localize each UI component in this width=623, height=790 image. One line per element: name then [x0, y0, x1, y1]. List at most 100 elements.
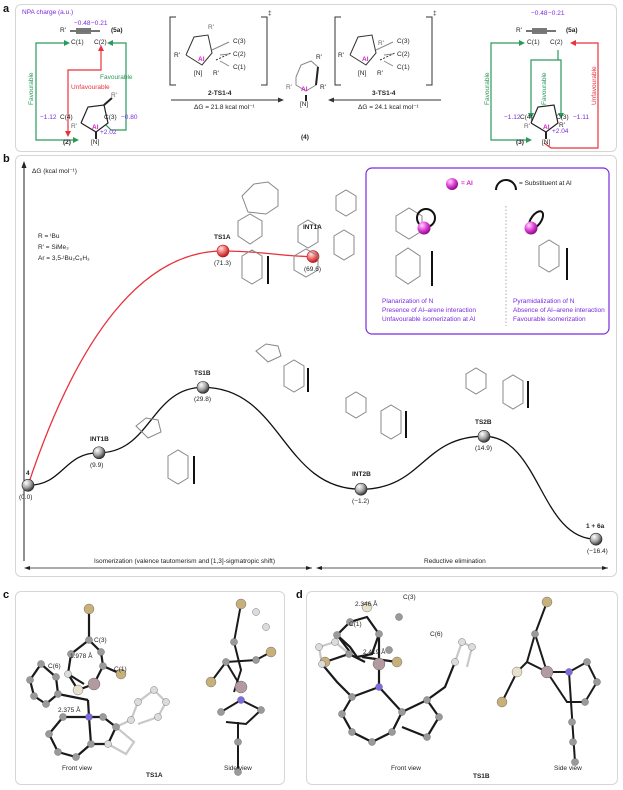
c-atom	[345, 650, 353, 658]
ts-left-dagger: ‡	[268, 10, 272, 17]
c-atom	[45, 730, 53, 738]
right-favourable-outer: Favourable	[484, 72, 491, 105]
state-name-label: INT2B	[352, 471, 371, 479]
left-charge-c4: −1.12	[40, 114, 57, 121]
state-point-4	[21, 478, 35, 492]
c-atom	[230, 638, 238, 646]
c-atom	[385, 646, 393, 654]
ts-right-c3: C(3)	[397, 38, 410, 45]
left-r-sub: R′	[71, 123, 77, 130]
right-n: [N]	[542, 139, 551, 146]
ts-right-c1: C(1)	[397, 64, 410, 71]
state-name-label: INT1B	[90, 435, 109, 443]
left-compound-label: (2)	[63, 139, 71, 146]
left-c4: C(4)	[60, 114, 73, 121]
n-atom	[565, 668, 573, 676]
ts-left-r-left: R′	[174, 52, 180, 59]
c-atom	[54, 748, 62, 756]
c-atom	[217, 708, 225, 716]
state-point-ts2b	[477, 430, 491, 443]
ts-left-c1: C(1)	[233, 64, 246, 71]
c-atom	[368, 738, 376, 746]
ts1b-dist-2: 2.419 Å	[363, 649, 386, 656]
ts1b-side-view: Side view	[554, 765, 582, 772]
c-atom	[234, 768, 242, 776]
c-atom	[423, 733, 431, 741]
ts1b-title: TS1B	[473, 773, 490, 780]
left-charge-al: +2.02	[100, 129, 117, 136]
si-atom	[391, 656, 403, 668]
c-atom	[104, 740, 112, 748]
si-atom	[265, 646, 277, 658]
c-atom	[568, 718, 576, 726]
ts-left-label: 2-TS1-4	[208, 90, 232, 97]
ts-left-n: [N]	[194, 70, 203, 77]
c-atom	[451, 658, 459, 666]
state-name-label: TS2B	[475, 419, 492, 427]
si-atom	[361, 601, 373, 613]
right-charge-c4: −1.12	[504, 114, 521, 121]
inset-al-sphere-left	[417, 221, 431, 235]
ts1b-c3: C(3)	[403, 594, 416, 601]
inset-substituent-key: = Substituent at Al	[519, 180, 572, 187]
center-compound-label: (4)	[301, 134, 309, 141]
inset-al-key: = Al	[461, 180, 473, 187]
c-atom	[569, 738, 577, 746]
ts-left-r-top: R′	[208, 24, 214, 31]
si-atom	[115, 668, 127, 680]
ts-right-al: Al	[362, 56, 369, 63]
c-atom	[458, 638, 466, 646]
c-atom	[583, 658, 591, 666]
c-atom	[127, 716, 135, 724]
ts1b-c6: C(6)	[430, 631, 443, 638]
inset-right-line-1: Pyramidalization of N	[513, 298, 575, 305]
right-alkyne-charge-c1: −0.48	[531, 10, 548, 17]
energy-curve-pathway-b	[27, 386, 597, 540]
c-atom	[388, 728, 396, 736]
right-c3: C(3)	[556, 114, 569, 121]
si-atom	[496, 696, 508, 708]
c-atom	[423, 696, 431, 704]
inset-right-line-3: Favourable isomerization	[513, 316, 586, 323]
c-atom	[162, 698, 170, 706]
ts1a-c3: C(3)	[94, 637, 107, 644]
npa-title: NPA charge (a.u.)	[22, 9, 74, 16]
ts1a-dist-1: 1.978 Å	[70, 653, 93, 660]
ts-right-r-bottom: R′	[377, 70, 383, 77]
ts1b-front-view: Front view	[391, 765, 421, 772]
state-point-int2b	[354, 482, 368, 496]
c-atom	[398, 708, 406, 716]
ts-right-dagger: ‡	[433, 10, 437, 17]
right-r-sub: R′	[524, 123, 530, 130]
state-name-label: TS1B	[194, 370, 211, 378]
left-r-sub-top: R′	[111, 92, 117, 99]
ts-left-al: Al	[198, 56, 205, 63]
c-atom	[99, 662, 107, 670]
state-name-label: 1 + 6a	[586, 523, 605, 531]
center-r-right: R′	[320, 84, 326, 91]
left-c2: C(2)	[94, 39, 107, 46]
center-r-top: R′	[316, 54, 322, 61]
n-atom	[237, 696, 245, 704]
c-atom	[72, 753, 80, 761]
c-atom	[26, 676, 34, 684]
ts-right-r-left: R′	[338, 52, 344, 59]
left-charge-c3: −0.80	[121, 114, 138, 121]
ts-right-c2: C(2)	[397, 51, 410, 58]
c-atom	[581, 698, 589, 706]
c-atom	[571, 758, 579, 766]
left-alkyne-charge-c2: −0.21	[91, 20, 108, 27]
ts-left-c2: C(2)	[233, 51, 246, 58]
state-energy-label: (29.8)	[194, 396, 211, 404]
left-c1: C(1)	[71, 39, 84, 46]
c-atom	[154, 713, 162, 721]
c-atom	[348, 728, 356, 736]
state-energy-label: (69.6)	[304, 265, 321, 273]
c-atom	[54, 690, 62, 698]
ts-left-r-bottom: R′	[213, 70, 219, 77]
c-atom	[64, 670, 72, 678]
c-atom	[222, 658, 230, 666]
phase-label-isomerization: Isomerization (valence tautomerism and […	[94, 558, 275, 565]
si-atom	[72, 684, 84, 696]
right-c4: C(4)	[520, 114, 533, 121]
